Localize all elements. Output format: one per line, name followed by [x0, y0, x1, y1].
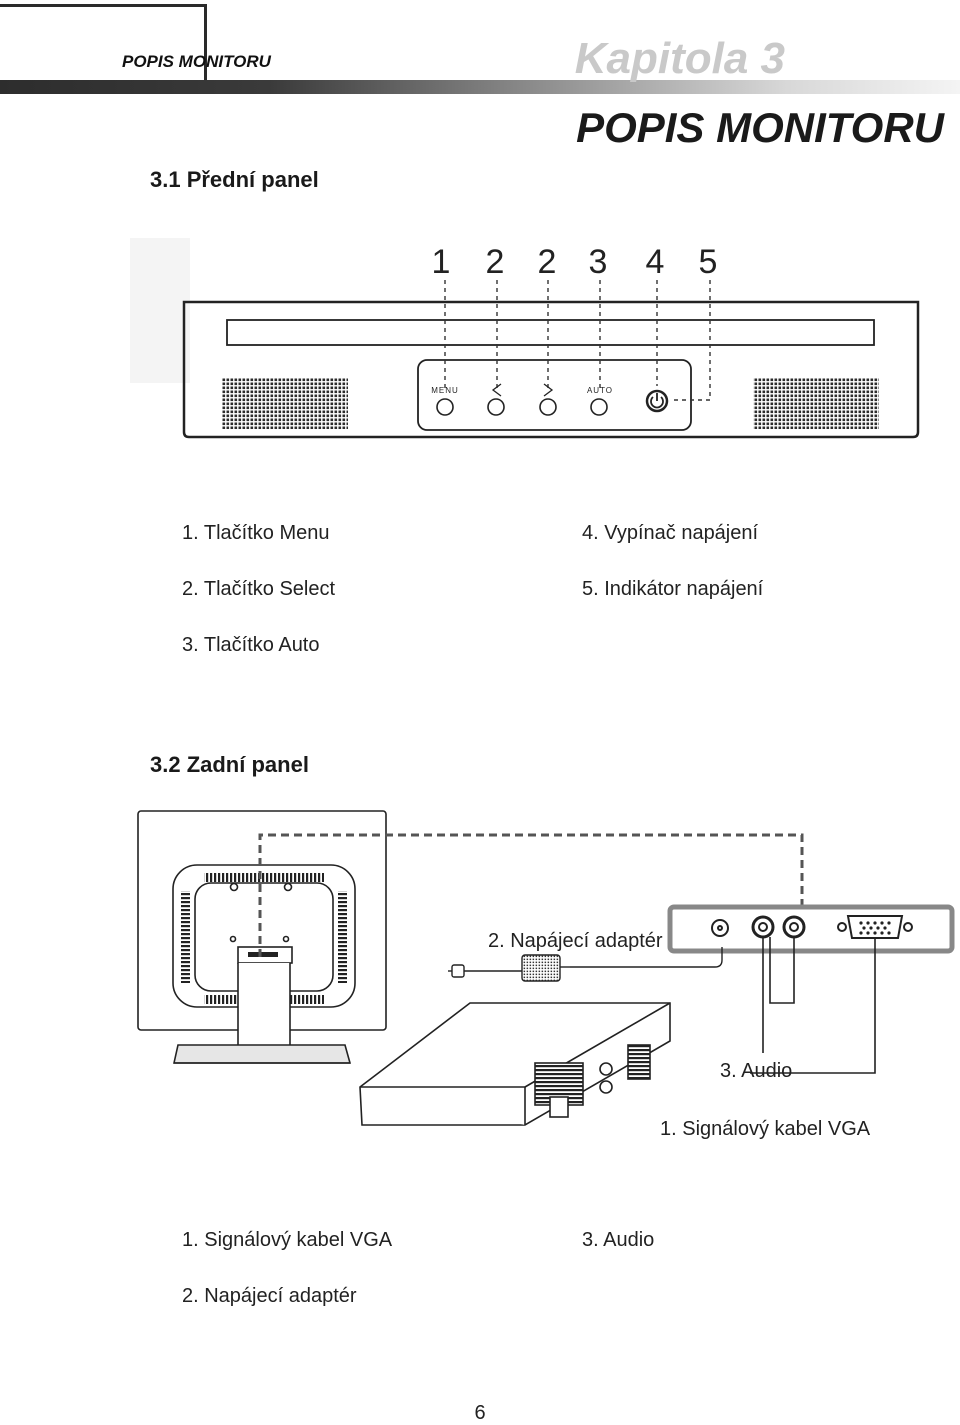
legend-item: 3. Tlačítko Auto: [182, 634, 320, 656]
left-arrow-icon: [491, 383, 502, 397]
computer-case: [359, 1002, 671, 1126]
right-arrow-icon: [543, 383, 554, 397]
legend-item: 1. Tlačítko Menu: [182, 522, 330, 544]
front-panel-heading: 3.1 Přední panel: [150, 167, 319, 192]
left-speaker-grille: [222, 378, 348, 429]
select-left-button[interactable]: [487, 398, 505, 416]
legend-item: 2. Tlačítko Select: [182, 578, 336, 600]
callout-number: 2: [538, 243, 557, 281]
power-icon: [650, 396, 664, 409]
chapter-label: Kapitola 3: [574, 34, 785, 83]
right-speaker-grille: [753, 378, 879, 429]
menu-label: MENU: [431, 386, 459, 395]
monitor-bezel: [182, 300, 920, 439]
legend-item: 4. Vypínač napájení: [582, 522, 759, 544]
callout-number: 5: [699, 243, 718, 281]
power-button[interactable]: [645, 389, 669, 413]
callout-power-adapter: 2. Napájecí adaptér: [488, 930, 663, 952]
callout-number: 1: [432, 243, 451, 281]
menu-button[interactable]: [436, 398, 454, 416]
legend-item: 5. Indikátor napájení: [582, 578, 764, 600]
header-corner-line: [0, 4, 206, 7]
control-panel: [417, 359, 692, 431]
screen-outline: [226, 319, 875, 346]
page-number: 6: [474, 1402, 486, 1424]
auto-label: AUTO: [587, 386, 613, 395]
header-gradient-bar: [0, 80, 960, 94]
legend-item: 3. Audio: [582, 1229, 655, 1251]
front-panel-diagram: 1 2 2 3 4 5 MENU AUTO: [130, 238, 920, 439]
auto-button[interactable]: [590, 398, 608, 416]
legend-item: 1. Signálový kabel VGA: [182, 1229, 393, 1251]
header-corner-line-vertical: [204, 4, 207, 92]
callout-audio: 3. Audio: [720, 1060, 792, 1082]
select-right-button[interactable]: [539, 398, 557, 416]
running-title: POPIS MONITORU: [122, 52, 271, 71]
legend-item: 2. Napájecí adaptér: [182, 1285, 357, 1307]
rear-panel-heading: 3.2 Zadní panel: [150, 752, 309, 777]
callout-number: 3: [589, 243, 608, 281]
callout-number: 4: [646, 243, 665, 281]
chapter-title: POPIS MONITORU: [576, 104, 944, 151]
rear-panel-diagram: 2. Napájecí adaptér 3. Audio 1. Signálov…: [137, 810, 955, 1140]
callout-vga: 1. Signálový kabel VGA: [660, 1118, 871, 1140]
monitor-rear-view: [137, 810, 387, 1064]
callout-number: 2: [486, 243, 505, 281]
power-adapter: [448, 947, 723, 982]
port-panel: [667, 904, 955, 954]
